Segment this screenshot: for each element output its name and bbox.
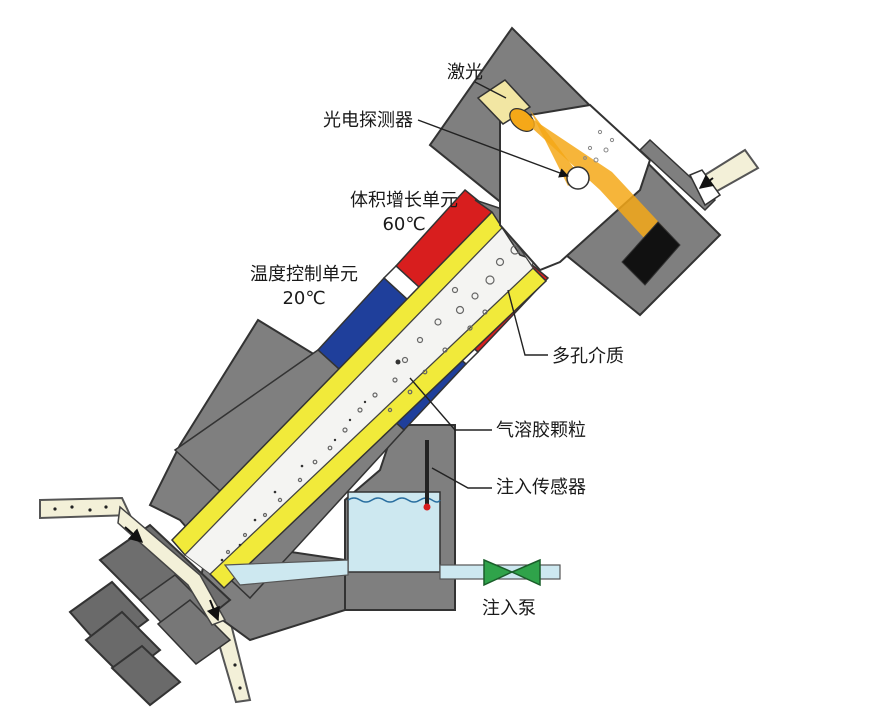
growth-unit-temp: 60℃ bbox=[382, 214, 426, 235]
growth-unit-label: 体积增长单元 bbox=[350, 190, 458, 211]
laser-beam bbox=[522, 110, 668, 250]
porous-medium-label: 多孔介质 bbox=[552, 346, 624, 367]
injection-pump-label: 注入泵 bbox=[482, 598, 536, 619]
injection-sensor-probe bbox=[423, 440, 431, 511]
leader-lines bbox=[409, 81, 569, 489]
injection-pump-valve bbox=[483, 558, 541, 587]
sample-inlet-tube bbox=[39, 496, 132, 520]
detection-particle bbox=[566, 166, 590, 190]
temp-control-label: 温度控制单元 bbox=[250, 264, 358, 285]
inlet-flow-path bbox=[117, 505, 227, 626]
injection-sensor-label: 注入传感器 bbox=[496, 477, 586, 498]
aerosol-nuclei-dots bbox=[220, 359, 401, 562]
inlet-fittings bbox=[68, 523, 232, 707]
exhaust-pipe bbox=[638, 138, 760, 212]
temp-control-temp: 20℃ bbox=[282, 288, 326, 309]
photodetector-label: 光电探测器 bbox=[323, 110, 413, 131]
aerosol-particles-label: 气溶胶颗粒 bbox=[496, 420, 586, 441]
laser-label: 激光 bbox=[447, 62, 483, 83]
photodetector-block bbox=[621, 221, 681, 286]
chamber-particles bbox=[583, 129, 615, 163]
aerosol-particle-dots bbox=[225, 245, 520, 555]
